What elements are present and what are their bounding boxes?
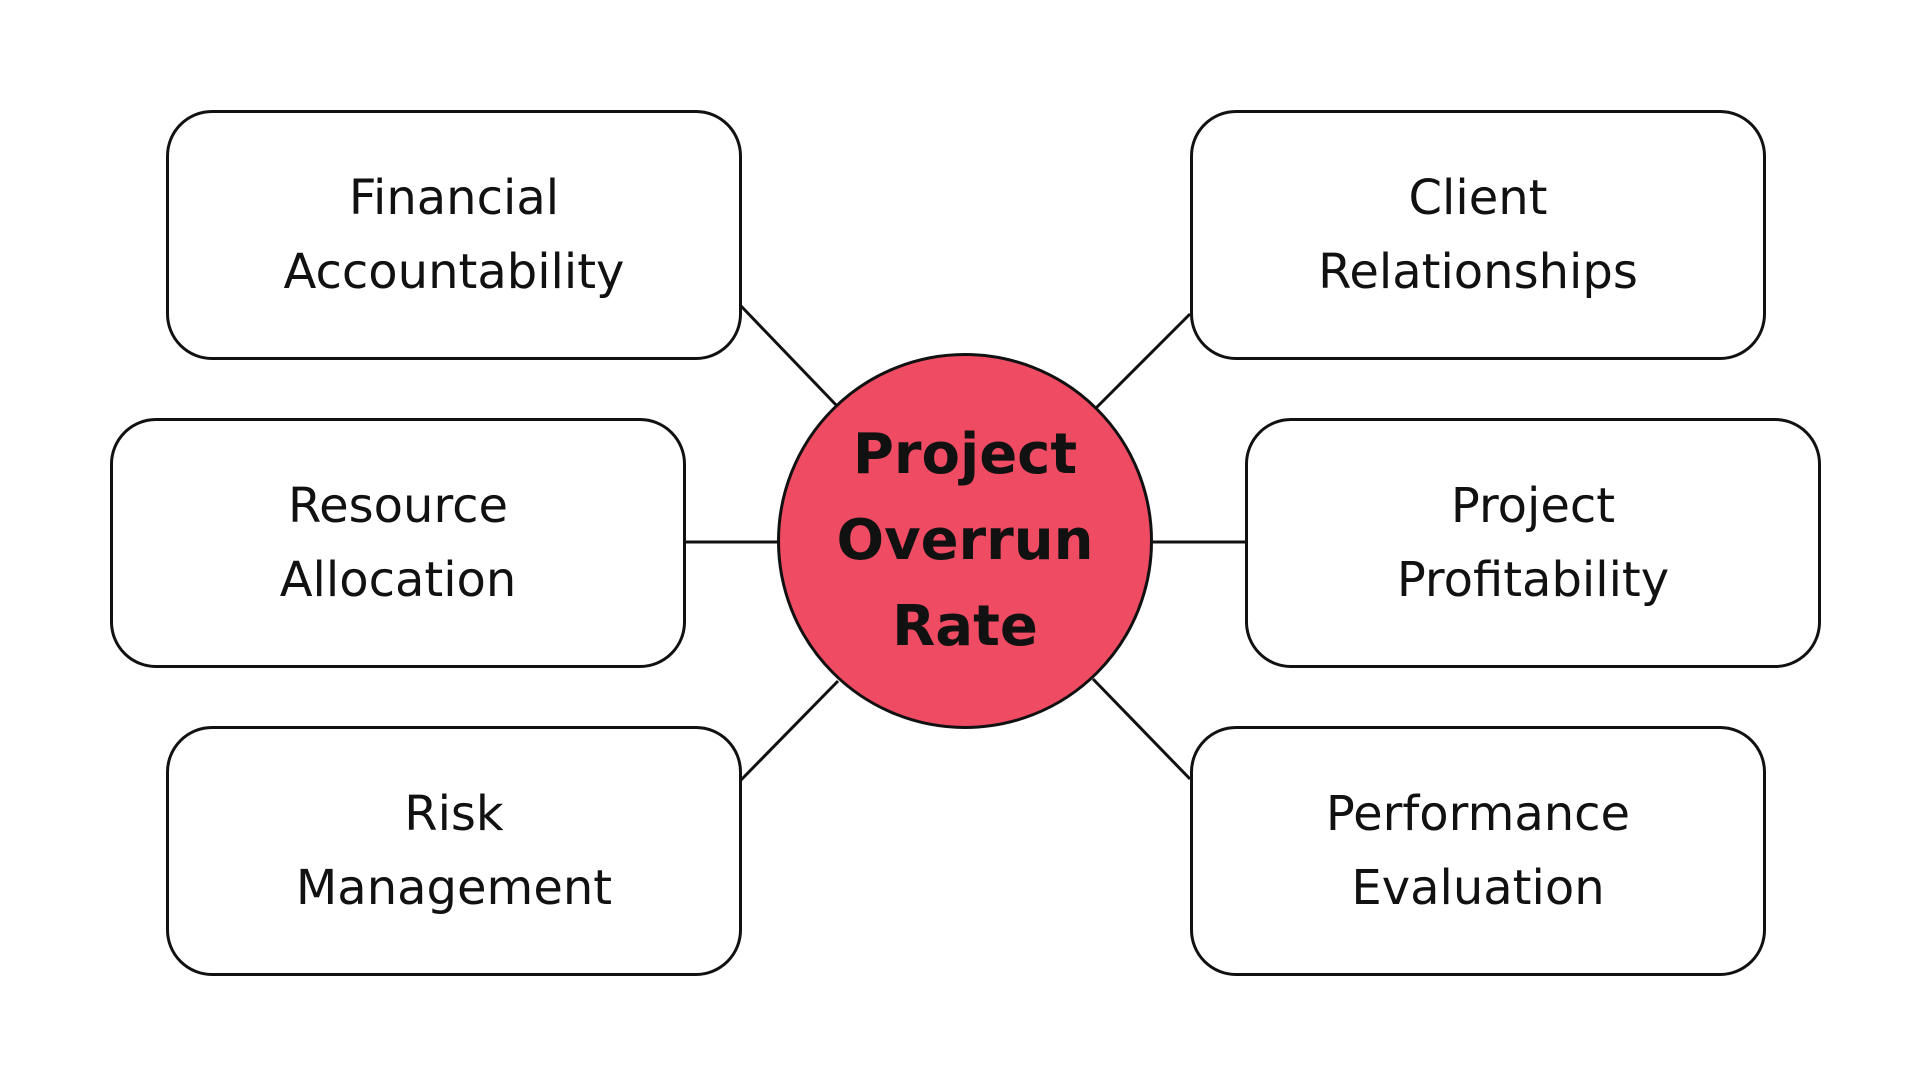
node-label: Resource Allocation: [279, 478, 517, 608]
node-risk-management: Risk Management: [166, 726, 742, 976]
node-label: Performance Evaluation: [1325, 786, 1631, 916]
node-project-profitability: Project Profitability: [1245, 418, 1821, 668]
node-performance-evaluation: Performance Evaluation: [1190, 726, 1766, 976]
connector-performance: [1091, 677, 1192, 781]
center-label: Project Overrun Rate: [836, 422, 1094, 659]
node-label: Client Relationships: [1318, 170, 1638, 300]
node-label: Risk Management: [295, 786, 613, 916]
connector-financial: [739, 304, 840, 409]
node-client-relationships: Client Relationships: [1190, 110, 1766, 360]
node-label: Project Profitability: [1396, 478, 1670, 608]
connector-risk: [739, 679, 840, 782]
node-financial-accountability: Financial Accountability: [166, 110, 742, 360]
center-node-project-overrun-rate: Project Overrun Rate: [777, 353, 1153, 729]
node-label: Financial Accountability: [283, 170, 625, 300]
connector-client: [1091, 312, 1192, 413]
node-resource-allocation: Resource Allocation: [110, 418, 686, 668]
